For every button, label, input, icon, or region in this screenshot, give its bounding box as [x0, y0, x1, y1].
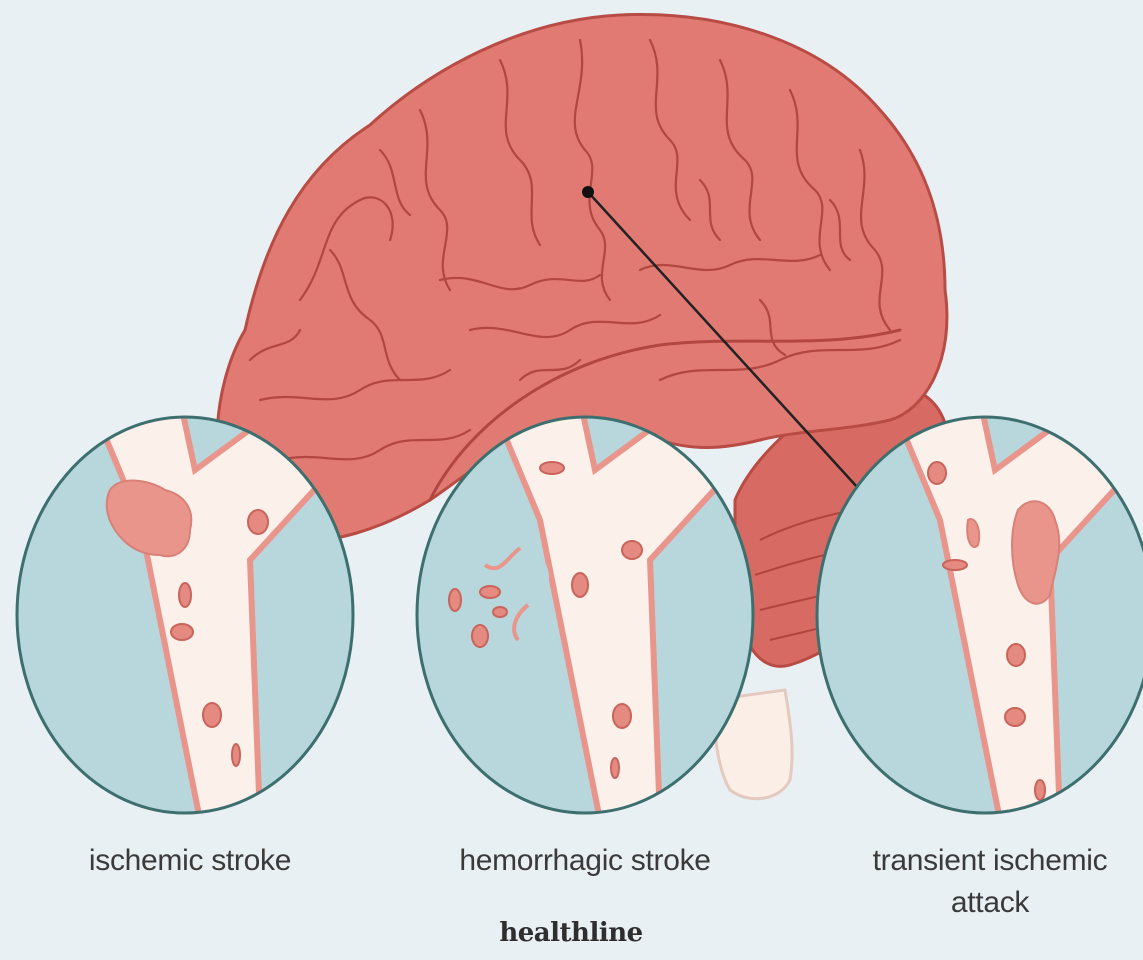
label-transient-ischemic-attack: transient ischemic attack [830, 840, 1143, 924]
label-ischemic-stroke: ischemic stroke [40, 840, 340, 882]
healthline-logo: healthline [471, 918, 671, 948]
label-hemorrhagic-stroke: hemorrhagic stroke [420, 840, 750, 882]
pointer-dot [582, 186, 594, 198]
clot [1012, 501, 1059, 603]
